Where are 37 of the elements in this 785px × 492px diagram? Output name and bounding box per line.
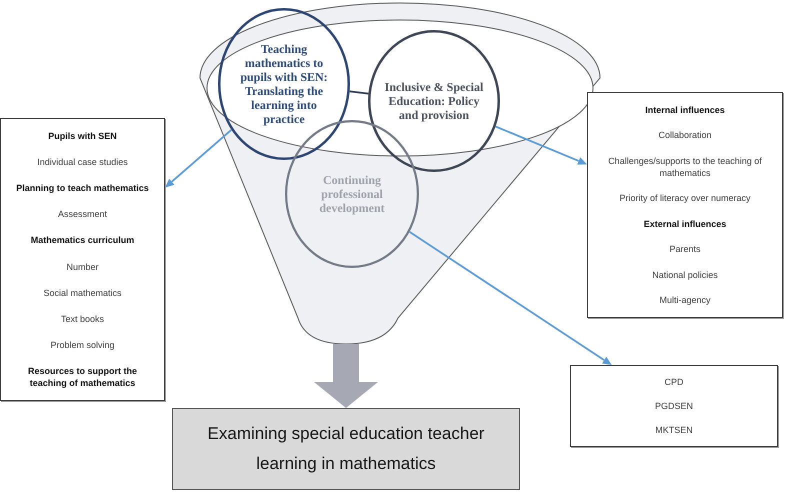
theme-item: National policies — [652, 268, 718, 281]
theme-item: Text books — [60, 312, 104, 325]
theme-heading: Pupils with SEN — [48, 130, 117, 142]
theme-item: Problem solving — [50, 338, 115, 351]
connector-line — [350, 90, 368, 94]
theme-item: Assessment — [58, 208, 108, 220]
theme-item: Collaboration — [658, 129, 712, 142]
outcome-panel — [172, 408, 520, 490]
arrow — [495, 126, 588, 165]
theme-heading: Internal influences — [645, 104, 725, 116]
theme-heading: Mathematics curriculum — [30, 234, 134, 246]
theme-heading: Resources to support the teaching of mathematics — [26, 364, 138, 389]
theme-item: PGDSEN — [654, 400, 693, 412]
theme-item: Parents — [669, 243, 701, 256]
topic-label: Continuing professional development — [318, 173, 386, 215]
arrow — [409, 231, 612, 366]
theme-list-panel — [0, 118, 165, 401]
topic-label: Inclusive & Special Education: Policy and provision — [384, 80, 484, 122]
theme-item: Priority of literacy over numeracy — [619, 192, 751, 204]
theme-item: MKTSEN — [655, 424, 693, 436]
theme-item: CPD — [664, 376, 684, 388]
theme-item: Multi-agency — [659, 294, 711, 306]
arrow — [165, 129, 232, 188]
topic-circle — [368, 30, 500, 172]
topic-label: Teaching mathematics to pupils with SEN: Translating the learning into practice — [239, 42, 329, 126]
funnel-shape — [200, 0, 602, 346]
theme-heading: Planning to teach mathematics — [16, 182, 149, 194]
outcome-title: Examining special education teacher learning in mathematics — [206, 423, 486, 475]
block-arrow — [314, 344, 378, 408]
topic-circle — [218, 8, 350, 160]
theme-item: Individual case studies — [37, 156, 128, 168]
theme-list-panel — [570, 365, 778, 447]
theme-item: Challenges/supports to the teaching of mathematics — [607, 154, 763, 179]
theme-list-panel — [587, 92, 783, 318]
theme-item: Number — [66, 260, 98, 273]
theme-item: Social mathematics — [43, 286, 122, 299]
theme-heading: External influences — [644, 218, 726, 230]
